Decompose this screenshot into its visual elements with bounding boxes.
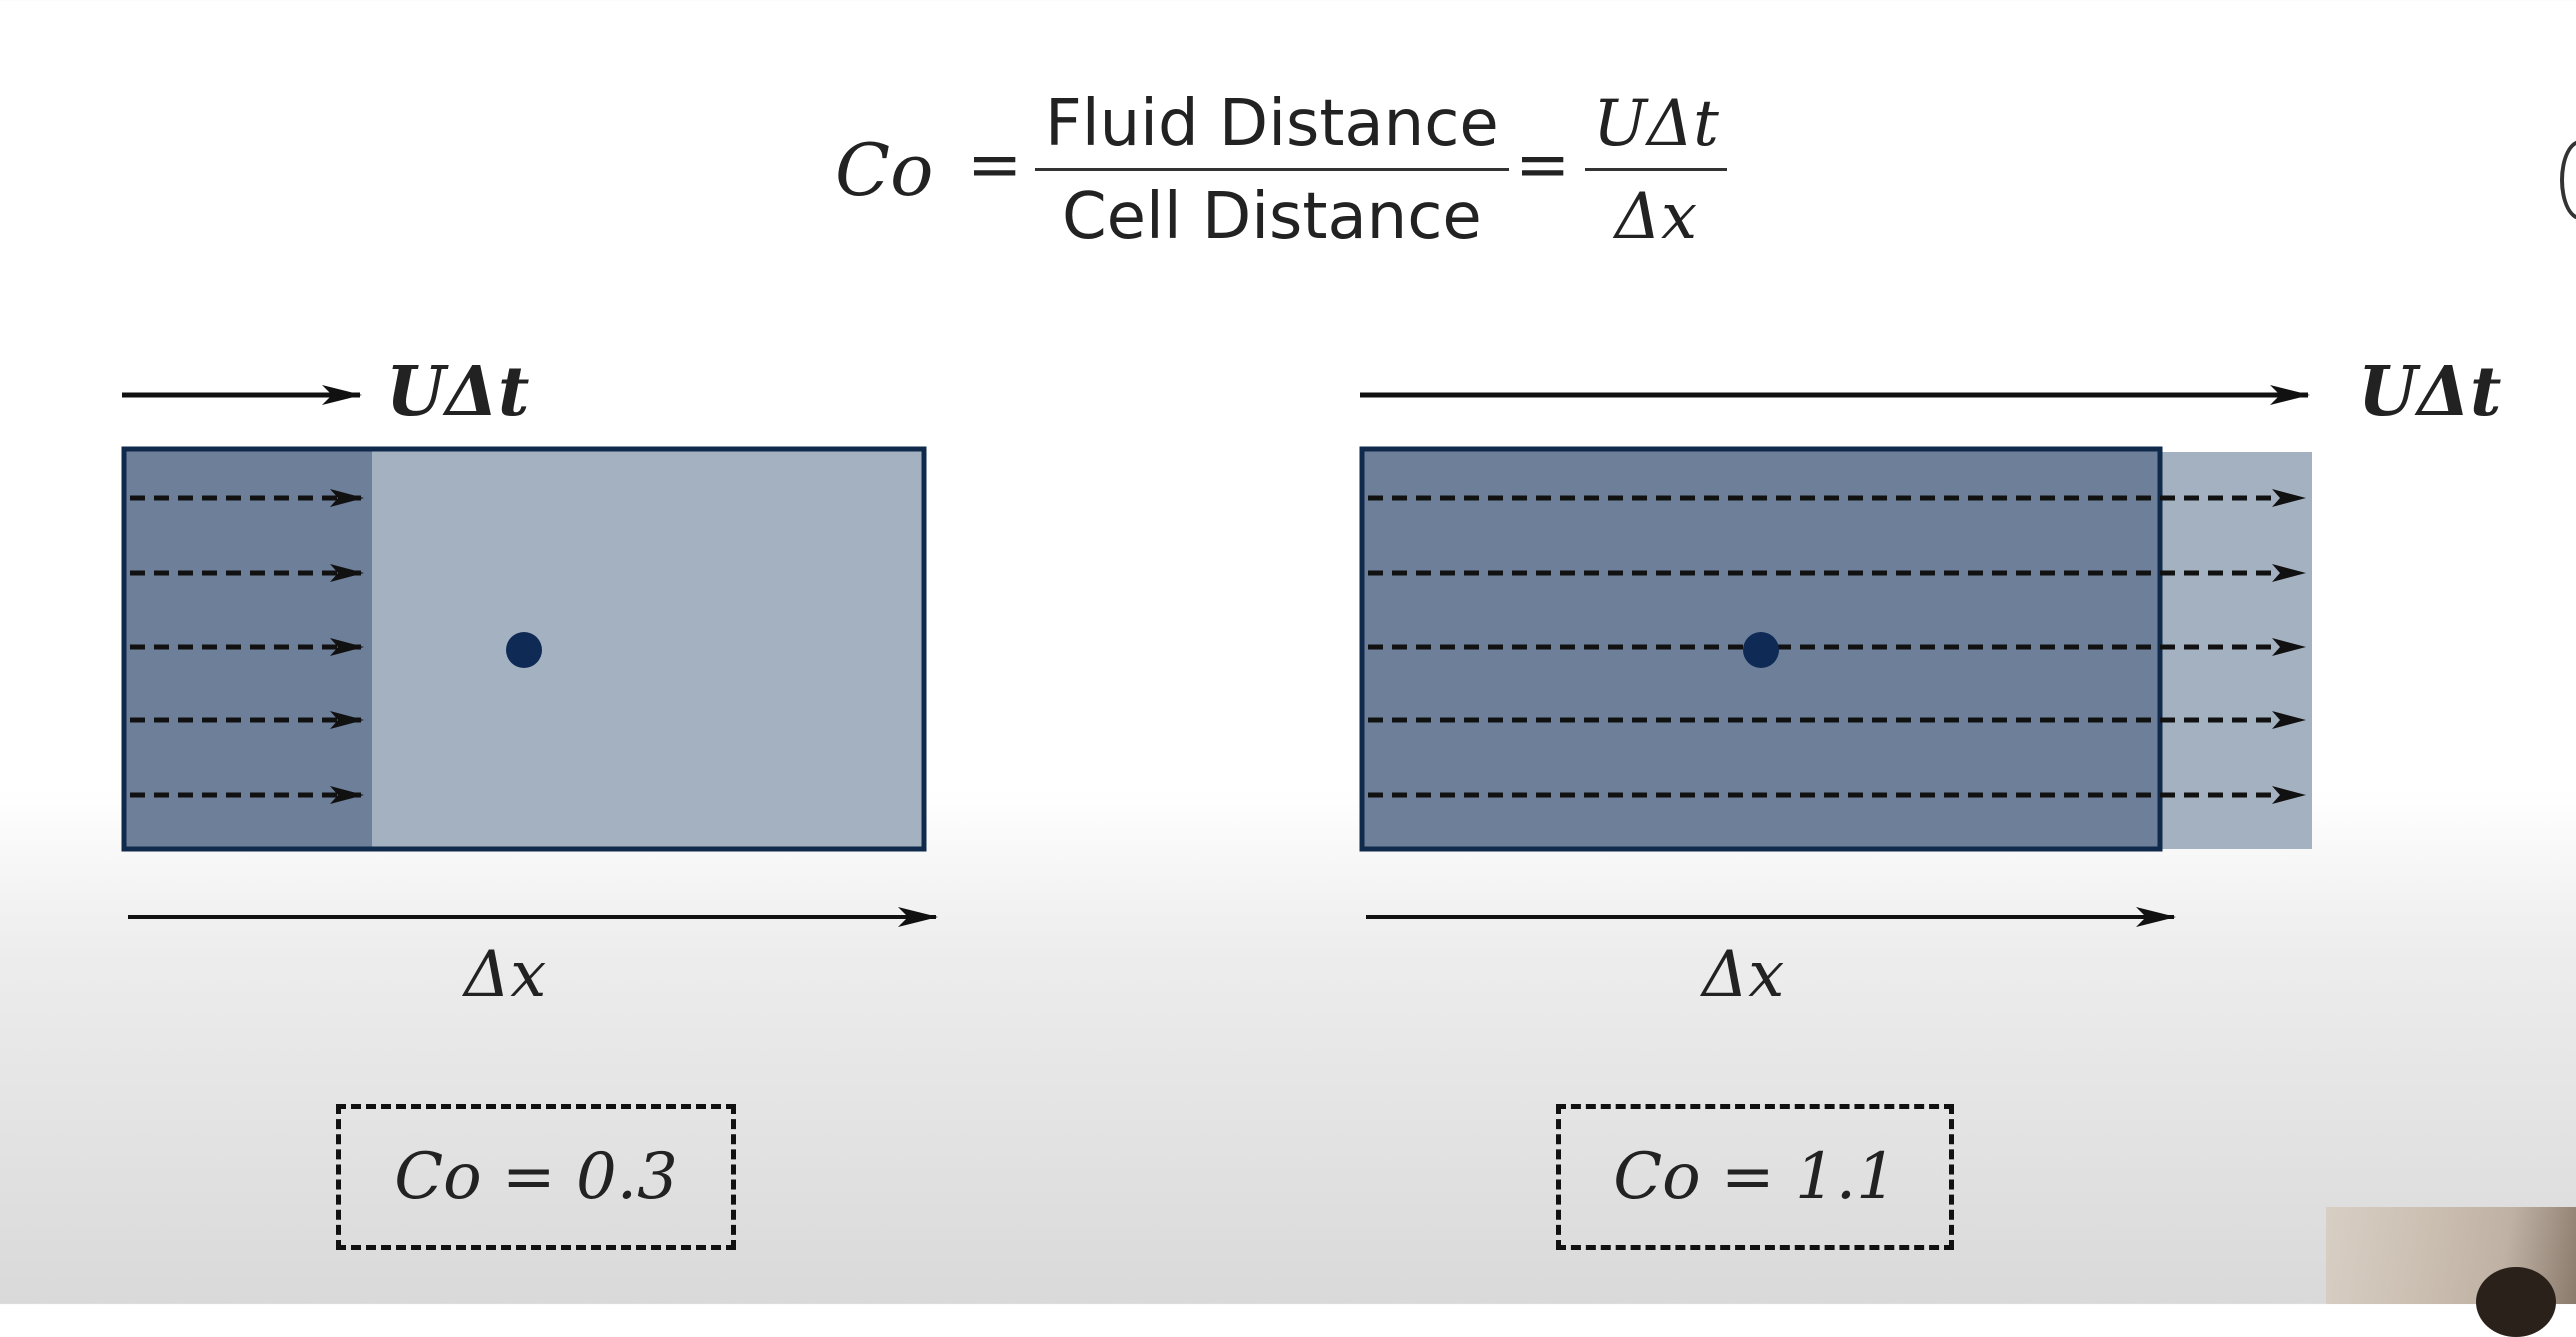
cell-center-dot	[1743, 632, 1779, 668]
panel-co-1-1	[1359, 385, 2312, 927]
cell-width-label-left: Δx	[464, 938, 547, 1012]
fraction-denominator-dx: Δx	[1614, 180, 1698, 254]
courant-number-label: Co = 0.3	[394, 1140, 678, 1214]
courant-formula: Co = Fluid Distance Cell Distance = UΔt …	[835, 80, 1795, 280]
courant-diagram	[121, 385, 2312, 927]
fraction-bar	[1035, 168, 1509, 171]
fraction-numerator-udt: UΔt	[1593, 87, 1719, 161]
cell-center-dot	[506, 632, 542, 668]
formula-lhs: Co	[835, 128, 934, 212]
courant-number-label: Co = 1.1	[1613, 1140, 1897, 1214]
fraction-denominator-cell-distance: Cell Distance	[1061, 180, 1482, 254]
cell-border	[121, 446, 927, 852]
formula-equals-2: =	[1515, 126, 1571, 203]
fraction-udt-dx: UΔt Δx	[1585, 80, 1727, 263]
cell-width-label-right: Δx	[1702, 938, 1785, 1012]
fraction-distance: Fluid Distance Cell Distance	[1035, 80, 1509, 263]
panel-co-0-3	[121, 385, 938, 927]
formula-equals-1: =	[967, 126, 1023, 203]
presenter-head	[2476, 1267, 2556, 1337]
displacement-label-right: UΔt	[2358, 352, 2502, 432]
webcam-thumbnail	[2326, 1207, 2576, 1337]
fraction-bar	[1585, 168, 1727, 171]
flow-arrows	[130, 489, 364, 804]
courant-number-box-right: Co = 1.1	[1556, 1104, 1954, 1250]
fraction-numerator-fluid-distance: Fluid Distance	[1045, 87, 1499, 161]
displacement-label-left: UΔt	[386, 352, 530, 432]
flow-arrows	[1368, 489, 2306, 804]
courant-number-box-left: Co = 0.3	[336, 1104, 736, 1250]
overshoot-region	[2160, 452, 2312, 849]
